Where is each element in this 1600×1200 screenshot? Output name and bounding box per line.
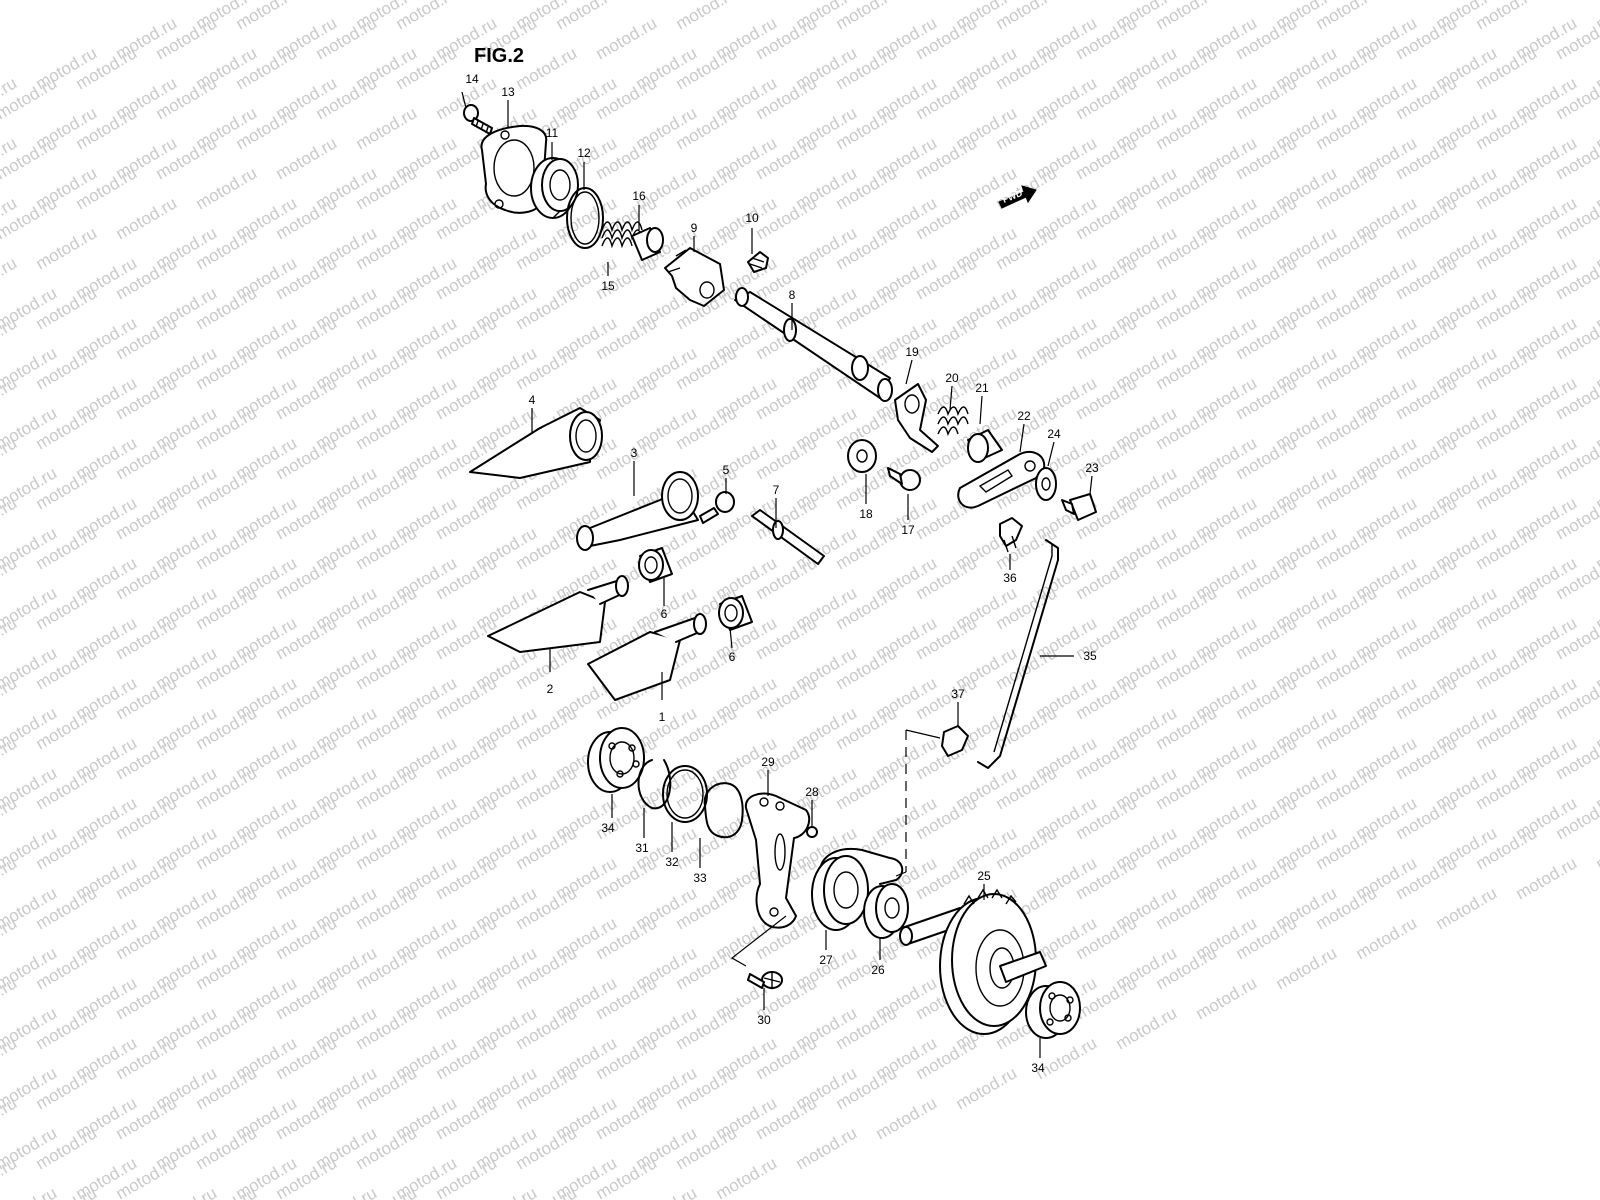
part-10-pin (747, 251, 769, 273)
part-11-oil-seal (530, 157, 579, 219)
callout-17: 17 (901, 523, 915, 537)
callout-13: 13 (501, 85, 515, 99)
part-4-valve (469, 407, 603, 479)
callout-16: 16 (632, 189, 646, 203)
part-30-screw (747, 971, 783, 989)
callout-8: 8 (789, 288, 796, 302)
callout-28: 28 (805, 785, 819, 799)
callout-11: 11 (546, 126, 559, 140)
part-34-bearing-left (587, 727, 645, 793)
callout-25: 25 (977, 869, 991, 883)
leader-lines (461, 91, 1093, 1058)
callout-27: 27 (819, 953, 833, 967)
part-12-o-ring (566, 187, 604, 249)
part-24-washer (1035, 467, 1057, 501)
part-22-lever (957, 450, 1046, 509)
part-31-circlip (637, 759, 672, 810)
callout-34-right: 34 (1031, 1061, 1045, 1075)
part-9-lever (664, 247, 725, 307)
callout-18: 18 (859, 507, 873, 521)
part-21-collar (967, 429, 1003, 463)
forward-direction-arrow: FWD (998, 185, 1037, 209)
part-16-collar (631, 227, 664, 261)
part-6-collar-lower (718, 595, 753, 631)
part-5-screw (699, 491, 735, 524)
callout-10: 10 (745, 211, 759, 225)
part-23-bolt (1061, 493, 1097, 521)
part-7-pin (751, 509, 825, 565)
part-29-plate (744, 792, 811, 929)
part-34-bearing-right (1025, 981, 1081, 1039)
callout-32: 32 (665, 855, 679, 869)
part-27-cam (811, 848, 904, 931)
callout-34-left: 34 (601, 821, 615, 835)
callout-14: 14 (465, 72, 479, 86)
assembly-line-cam (895, 871, 907, 877)
callout-21: 21 (975, 381, 989, 395)
callout-9: 9 (691, 221, 698, 235)
figure-label: FIG.2 (474, 45, 524, 67)
callout-15: 15 (601, 279, 615, 293)
part-28-ball (806, 826, 818, 838)
callout-6-upper: 6 (661, 607, 668, 621)
callout-30: 30 (757, 1013, 771, 1027)
callout-33: 33 (693, 871, 707, 885)
part-15-spring (601, 221, 643, 249)
callout-4: 4 (529, 393, 536, 407)
callout-37: 37 (951, 687, 965, 701)
part-2-valve (487, 575, 629, 653)
assembly-line-screw (730, 915, 787, 967)
callout-7: 7 (773, 483, 780, 497)
callout-22: 22 (1017, 409, 1031, 423)
callout-23: 23 (1085, 461, 1099, 475)
callout-20: 20 (945, 371, 959, 385)
part-35-rod (977, 539, 1059, 769)
part-25-gear (899, 888, 1047, 1035)
part-1-valve (587, 613, 707, 701)
callout-numbers: 14 13 11 12 15 16 9 10 8 4 3 5 7 6 6 2 1… (465, 72, 1099, 1075)
callout-3: 3 (631, 446, 638, 460)
callout-24: 24 (1047, 427, 1061, 441)
part-6-collar-upper (638, 547, 673, 583)
callout-5: 5 (723, 463, 730, 477)
callout-19: 19 (905, 345, 919, 359)
callout-36: 36 (1003, 571, 1017, 585)
callout-31: 31 (635, 841, 649, 855)
callout-1: 1 (659, 710, 666, 724)
callout-35: 35 (1083, 649, 1097, 663)
part-3-valve (576, 471, 699, 551)
part-37-clip (941, 725, 969, 757)
part-26-washer (863, 883, 909, 939)
part-18-washer (847, 439, 877, 473)
part-17-bolt (887, 467, 921, 491)
part-36-clip (999, 517, 1023, 553)
callout-29: 29 (761, 755, 775, 769)
part-33-seal (703, 782, 744, 839)
callout-2: 2 (547, 682, 554, 696)
callout-26: 26 (871, 963, 885, 977)
part-8-shaft (734, 287, 893, 402)
callout-12: 12 (577, 146, 591, 160)
callout-6-lower: 6 (729, 650, 736, 664)
part-20-spring (937, 406, 969, 437)
assembly-line-clip (905, 729, 941, 739)
part-19-plate (894, 383, 939, 453)
part-14-screw (463, 104, 493, 135)
